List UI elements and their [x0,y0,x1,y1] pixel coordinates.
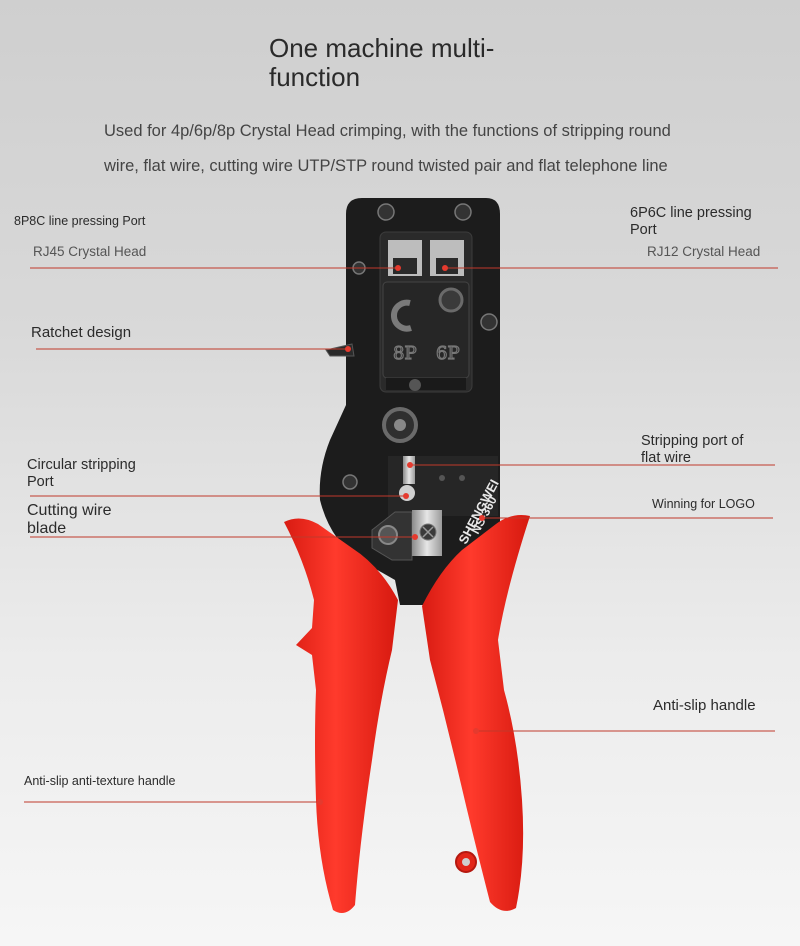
label-rj12: RJ12 Crystal Head [647,244,761,259]
die-label-8p: 8P [393,343,417,364]
screw-icon [342,203,498,490]
label-anti-texture: Anti-slip anti-texture handle [24,774,176,788]
label-8p8c-port: 8P8C line pressing Port [14,214,146,228]
right-handle [422,515,530,911]
label-logo: Winning for LOGO [652,497,755,511]
label-anti-slip: Anti-slip handle [653,697,756,714]
label-6p6c-port: 6P6C line pressing Port [630,205,752,238]
die-label-6p: 6P [436,343,460,364]
label-ratchet: Ratchet design [31,324,132,341]
label-cutting-blade: Cutting wire blade [27,502,112,537]
left-handle [284,518,398,914]
callout-lines [24,267,778,803]
flat-wire-strip-port [403,456,415,484]
label-stripping-flat: Stripping port of flat wire [641,433,744,466]
product-description: Used for 4p/6p/8p Crystal Head crimping,… [104,122,671,175]
label-circular-stripping: Circular stripping Port [27,457,136,490]
label-rj45: RJ45 Crystal Head [33,244,147,259]
callout-dots [317,265,485,805]
page-title: One machine multi- function [269,33,495,92]
